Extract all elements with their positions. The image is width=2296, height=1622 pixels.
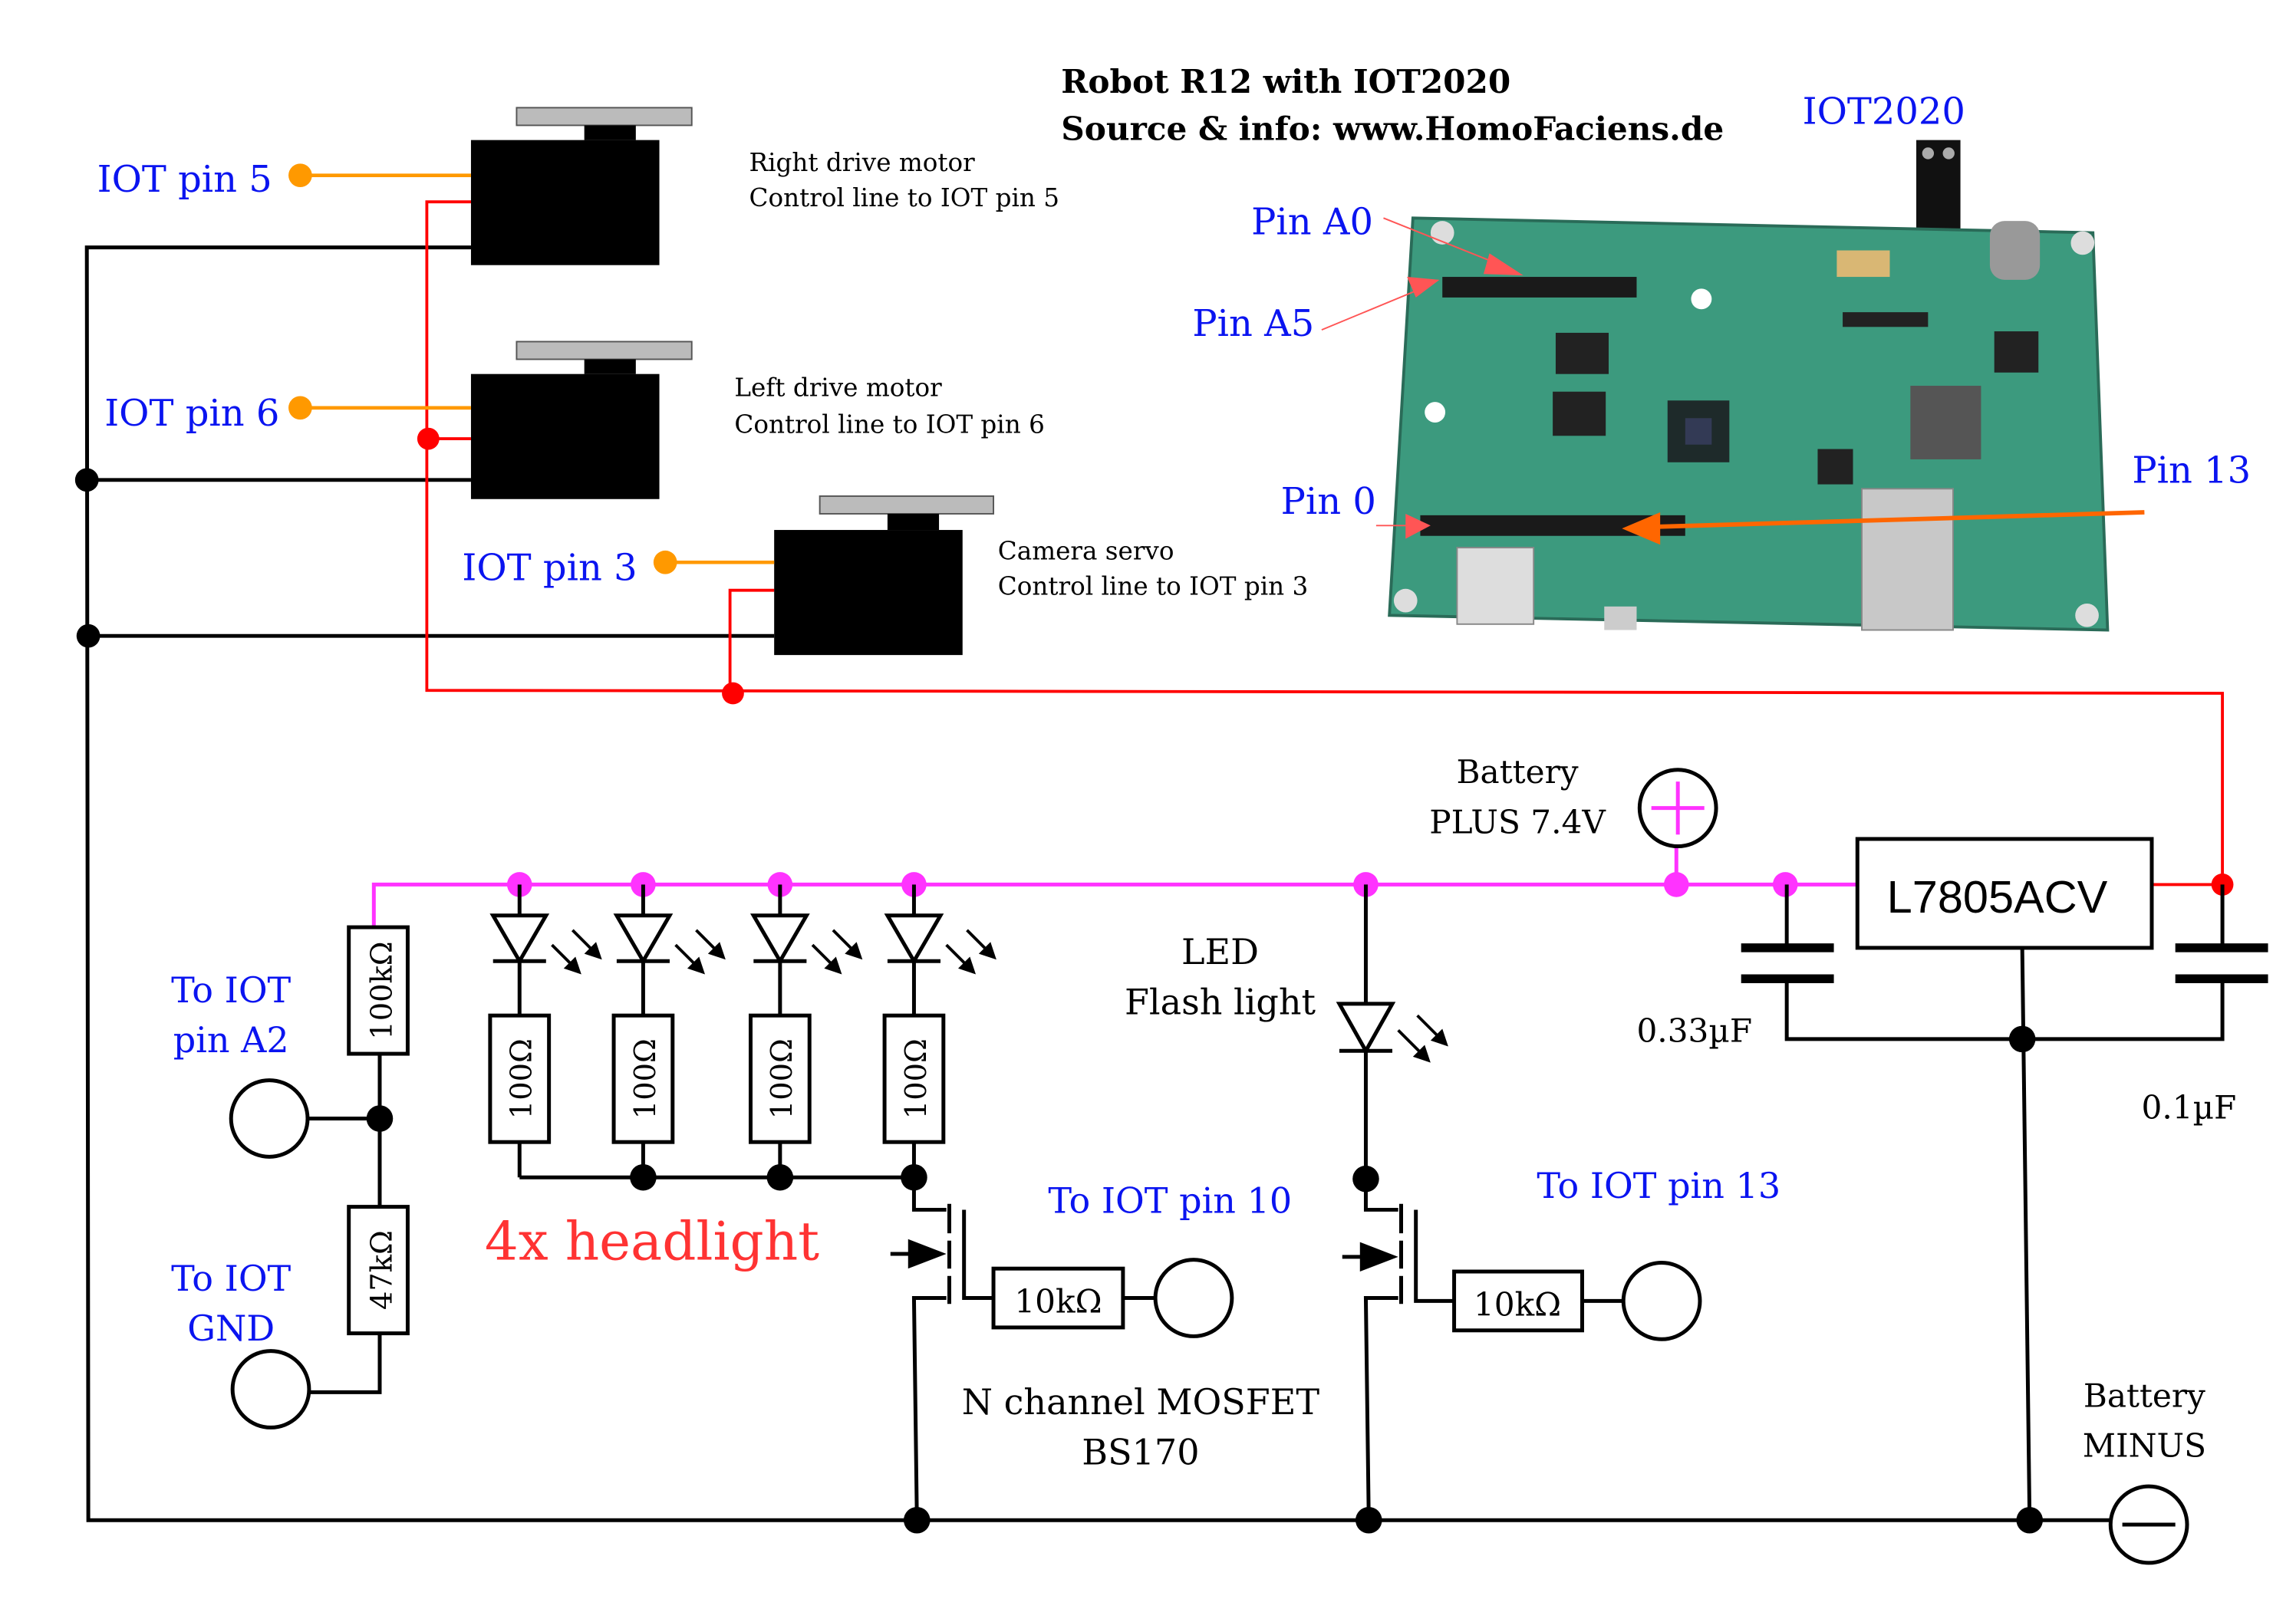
- headlight-branch: 100Ω: [748, 884, 863, 1178]
- a2-label-1: To IOT: [171, 969, 291, 1011]
- servo-left-drive-motor: IOT pin 6 Left drive motor Control line …: [104, 341, 1045, 499]
- voltage-regulator: L7805ACV: [1855, 837, 2154, 1521]
- mosfet-headlights: 10kΩ: [890, 1177, 1156, 1534]
- resistor-100-label: 100Ω: [765, 1038, 799, 1119]
- signal-dot: [653, 550, 677, 574]
- headlight-branch: 100Ω: [882, 884, 996, 1178]
- ground-wiring: [74, 245, 2113, 1522]
- pin-13-label: Pin 13: [2132, 449, 2251, 492]
- headlight-bus: [519, 1163, 927, 1191]
- headlight-branch: 100Ω: [488, 884, 602, 1178]
- iot-pin-6-label: IOT pin 6: [104, 392, 279, 435]
- battery-minus-label-2: MINUS: [2083, 1427, 2206, 1465]
- junction-dot: [76, 623, 100, 648]
- resistor-47k-label: 47kΩ: [364, 1230, 399, 1310]
- pin-0-label: Pin 0: [1281, 480, 1376, 523]
- flash-label-2: Flash light: [1125, 981, 1316, 1022]
- iot-a2-terminal[interactable]: [229, 1078, 310, 1159]
- resistor-100-label: 100Ω: [505, 1038, 539, 1119]
- servo-desc: Control line to IOT pin 5: [749, 183, 1059, 212]
- servo-name: Camera servo: [998, 536, 1174, 565]
- capacitors: 0.33µF 0.1µF: [1636, 884, 2268, 1126]
- battery-minus-terminal[interactable]: [2016, 1484, 2189, 1565]
- headlight-branch: 100Ω: [611, 884, 726, 1178]
- cap1-label: 0.33µF: [1636, 1012, 1752, 1050]
- a2-label-2: pin A2: [173, 1019, 289, 1061]
- battery-plus-label-1: Battery: [1457, 753, 1579, 791]
- led-diode-icon: [489, 913, 550, 966]
- gate-resistor-label: 10kΩ: [1014, 1283, 1102, 1321]
- iot-pin-3-label: IOT pin 3: [462, 546, 637, 589]
- gate-resistor-label: 10kΩ: [1474, 1286, 1561, 1324]
- flash-label-1: LED: [1181, 931, 1259, 972]
- iot-pin13-terminal[interactable]: [1621, 1261, 1702, 1341]
- title-line-1: Robot R12 with IOT2020: [1061, 62, 1510, 100]
- regulator-label: L7805ACV: [1887, 871, 2108, 923]
- title-line-2: Source & info: www.HomoFaciens.de: [1061, 110, 1724, 148]
- iot-gnd-terminal[interactable]: [230, 1349, 311, 1430]
- servo-desc: Control line to IOT pin 6: [734, 410, 1044, 439]
- iot2020-board-photo: [1388, 140, 2110, 632]
- voltage-divider: 100kΩ 47kΩ: [307, 925, 410, 1394]
- light-arrow-icon: [584, 942, 602, 960]
- flash-led: [1336, 884, 1448, 1193]
- battery-plus-terminal[interactable]: [1637, 768, 1718, 849]
- mosfet-flash: 10kΩ: [1342, 1179, 1624, 1534]
- pin-pointer-arrows: [1321, 217, 2145, 545]
- cap2-label: 0.1µF: [2142, 1088, 2237, 1126]
- mosfet-type-1: N channel MOSFET: [962, 1381, 1320, 1423]
- pin10-label: To IOT pin 10: [1048, 1179, 1292, 1221]
- resistor-100k-label: 100kΩ: [364, 941, 399, 1039]
- servo-right-drive-motor: IOT pin 5 Right drive motor Control line…: [97, 107, 1059, 265]
- battery-minus-label-1: Battery: [2084, 1377, 2205, 1415]
- mosfet-type-2: BS170: [1082, 1431, 1199, 1472]
- pin-a5-label: Pin A5: [1192, 302, 1314, 345]
- light-arrow-icon: [845, 942, 863, 960]
- junction-dot: [74, 468, 99, 492]
- iot-pin10-terminal[interactable]: [1153, 1258, 1234, 1338]
- gnd-label-2: GND: [187, 1308, 275, 1349]
- headlight-label: 4x headlight: [485, 1212, 819, 1273]
- servo-desc: Control line to IOT pin 3: [998, 571, 1308, 600]
- led-diode-icon: [613, 913, 674, 966]
- signal-dot: [288, 163, 312, 188]
- positive-rail: [371, 846, 1858, 928]
- gnd-label-1: To IOT: [171, 1258, 291, 1299]
- board-label: IOT2020: [1803, 90, 1965, 133]
- led-diode-icon: [749, 913, 810, 966]
- led-diode-icon: [884, 913, 944, 966]
- battery-plus-label-2: PLUS 7.4V: [1429, 803, 1606, 841]
- servo-name: Left drive motor: [734, 373, 942, 402]
- servo-name: Right drive motor: [749, 148, 976, 177]
- iot-pin-5-label: IOT pin 5: [97, 158, 272, 201]
- light-arrow-icon: [978, 942, 996, 960]
- resistor-100-label: 100Ω: [628, 1038, 663, 1119]
- pin13-label: To IOT pin 13: [1537, 1165, 1780, 1206]
- signal-dot: [288, 396, 312, 420]
- resistor-100-label: 100Ω: [899, 1038, 934, 1119]
- headlight-array: 100Ω 100Ω 100Ω 100Ω: [488, 884, 996, 1178]
- servo-camera: IOT pin 3 Camera servo Control line to I…: [462, 495, 1308, 656]
- pin-a0-label: Pin A0: [1251, 200, 1373, 243]
